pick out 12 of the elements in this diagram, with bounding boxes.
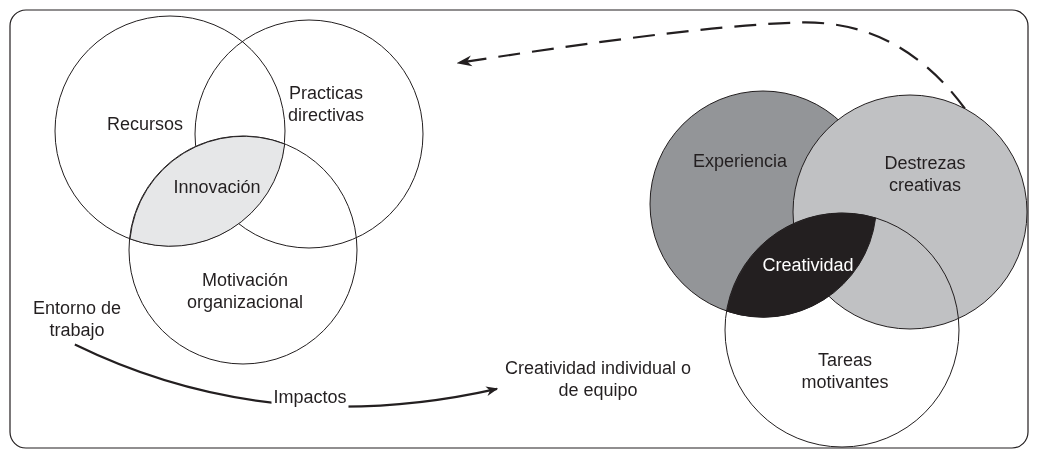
region-label: Innovación (173, 177, 261, 199)
caption-text: Creatividad individual o de equipo (500, 358, 696, 402)
caption-text: Entorno de trabajo (17, 298, 137, 342)
region-label: Creatividad (762, 255, 854, 277)
circle-label: Experiencia (692, 151, 788, 173)
circle-label: Recursos (107, 114, 183, 136)
arrow (456, 21, 966, 110)
circle-label: Practicas directivas (287, 83, 365, 127)
edge-label: Impactos (271, 387, 349, 409)
circle-label: Tareas motivantes (800, 350, 890, 394)
circle-label: Motivación organizacional (185, 270, 305, 314)
circle-label: Destrezas creativas (883, 153, 967, 197)
